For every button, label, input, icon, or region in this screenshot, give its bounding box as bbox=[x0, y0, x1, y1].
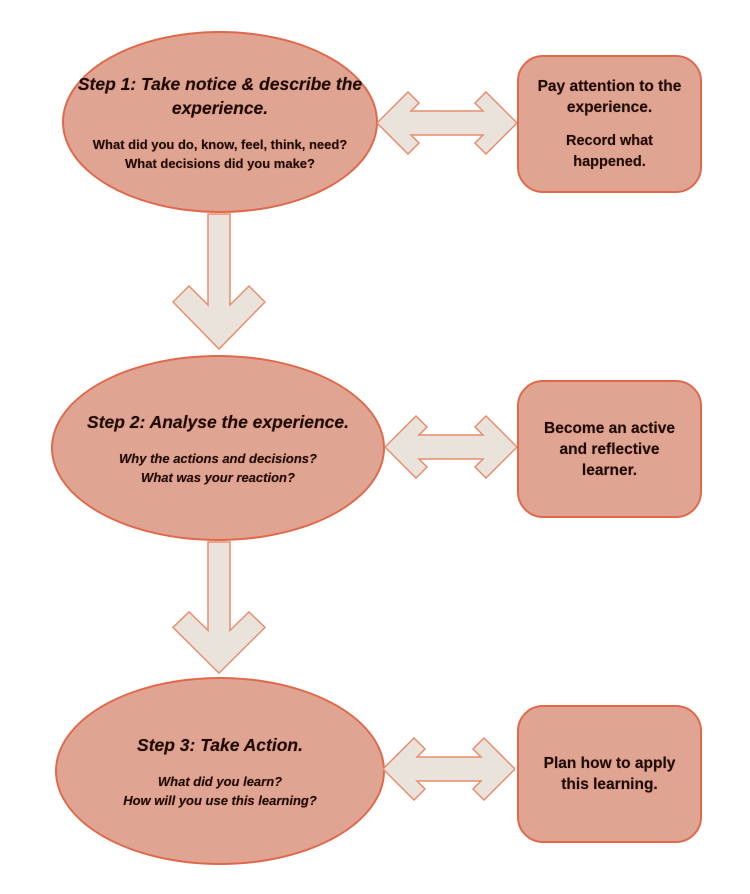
down-arrow-icon bbox=[172, 541, 266, 675]
step2-title: Step 2: Analyse the experience. bbox=[87, 411, 349, 432]
step3-question-line: How will you use this learning? bbox=[123, 792, 317, 808]
step1-note-box: Pay attention to the experience. Record … bbox=[517, 55, 702, 193]
step3-question-line: What did you learn? bbox=[157, 773, 283, 789]
step1-ellipse: Step 1: Take notice & describe the exper… bbox=[62, 31, 378, 213]
step2-questions: Why the actions and decisions? What was … bbox=[119, 449, 317, 487]
step1-question-line: What did you do, know, feel, think, need… bbox=[92, 136, 348, 152]
step3-note-par: Plan how to apply this learning. bbox=[543, 755, 676, 793]
step3-note-box: Plan how to apply this learning. bbox=[517, 705, 702, 843]
down-arrow-icon bbox=[172, 213, 266, 351]
step2-ellipse: Step 2: Analyse the experience. Why the … bbox=[51, 355, 385, 541]
step2-note-box: Become an active and reflective learner. bbox=[517, 380, 702, 518]
step3-questions: What did you learn? How will you use thi… bbox=[123, 772, 317, 810]
step1-note-par: Pay attention to the experience. bbox=[537, 77, 682, 116]
double-arrow-icon bbox=[377, 91, 517, 155]
step3-title: Step 3: Take Action. bbox=[137, 734, 303, 755]
step2-question-line: What was your reaction? bbox=[141, 469, 295, 485]
step1-question-line: What decisions did you make? bbox=[125, 155, 315, 171]
step3-ellipse: Step 3: Take Action. What did you learn?… bbox=[55, 677, 385, 865]
double-arrow-icon bbox=[385, 415, 517, 479]
step1-questions: What did you do, know, feel, think, need… bbox=[93, 135, 347, 173]
step2-note-par: Become an active and reflective learner. bbox=[544, 419, 675, 479]
step1-note-par: Record what happened. bbox=[565, 132, 653, 170]
double-arrow-icon bbox=[383, 737, 515, 801]
step1-title: Step 1: Take notice & describe the exper… bbox=[77, 73, 363, 118]
step2-question-line: Why the actions and decisions? bbox=[119, 450, 317, 466]
